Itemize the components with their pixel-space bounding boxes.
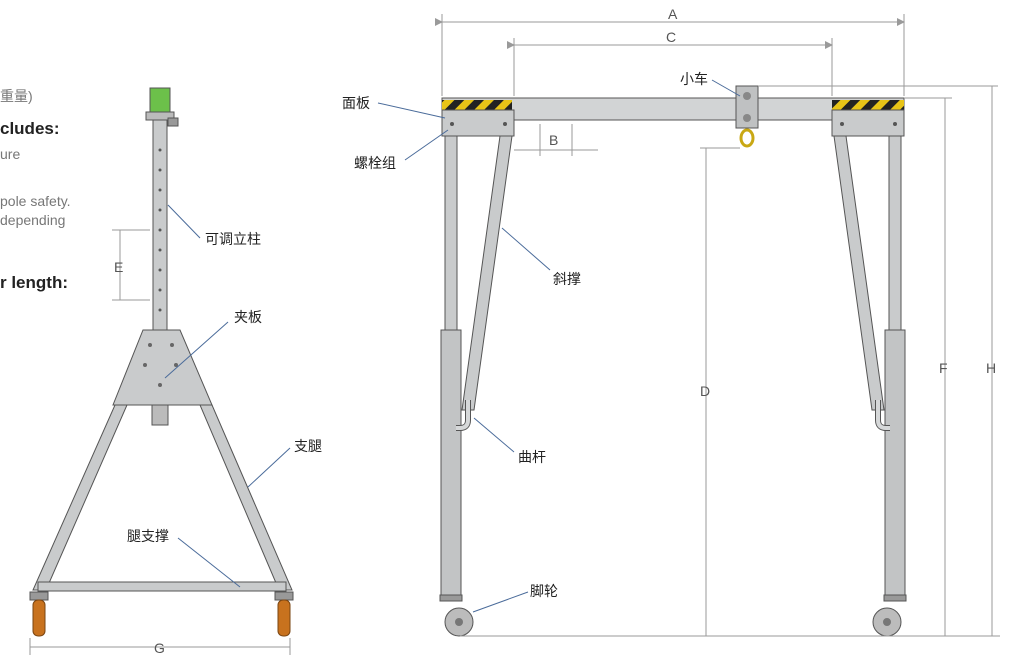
leader-bolt — [404, 129, 449, 161]
left-leg — [32, 404, 128, 591]
side-text-includes: cludes: — [0, 119, 60, 138]
leader-curved — [473, 417, 515, 453]
dim-b-label: B — [549, 132, 558, 148]
leg-brace-bar — [37, 581, 287, 592]
dim-g — [29, 638, 291, 655]
front-left-upper-leg — [444, 135, 458, 337]
dim-e-label: E — [114, 259, 123, 275]
side-text-pole-safety: pole safety. — [0, 193, 71, 209]
label-caster: 脚轮 — [530, 584, 558, 600]
side-text-ure: ure — [0, 146, 21, 162]
label-bolt-set: 螺栓组 — [354, 156, 396, 172]
leader-post — [167, 204, 201, 239]
right-panel — [831, 109, 905, 137]
label-leg-brace: 腿支撑 — [127, 529, 169, 545]
label-panel: 面板 — [342, 96, 370, 112]
right-diagonal-brace — [833, 135, 885, 411]
dim-a-label: A — [668, 6, 678, 22]
front-view: A C B D F H 面板 螺栓组 小车 斜撑 曲杆 脚轮 — [342, 6, 1000, 637]
front-right-upper-leg — [888, 135, 902, 337]
side-view: E G 可调立柱 夹板 支腿 腿支撑 — [29, 87, 322, 655]
adjustable-post — [152, 119, 168, 336]
trolley — [735, 85, 759, 148]
dim-d-label: D — [700, 383, 710, 399]
leader-brace — [177, 537, 241, 588]
side-text-depending: depending — [0, 212, 66, 228]
leader-caster — [472, 591, 529, 613]
clamp-plate — [112, 329, 213, 406]
side-caster-right — [274, 591, 294, 637]
label-trolley: 小车 — [680, 71, 708, 88]
front-caster-right — [872, 594, 907, 637]
dim-c-label: C — [666, 29, 676, 45]
front-caster-left — [439, 594, 474, 637]
label-curved-bar: 曲杆 — [518, 450, 546, 466]
front-left-lower-leg — [440, 329, 462, 596]
dim-g-label: G — [154, 640, 165, 655]
dim-e — [112, 229, 150, 301]
dim-h-label: H — [986, 360, 996, 376]
label-diagonal-brace: 斜撑 — [553, 272, 581, 288]
side-caster-left — [29, 591, 49, 637]
label-clamp-plate: 夹板 — [234, 310, 262, 326]
side-text-length: r length: — [0, 273, 68, 292]
leader-trolley — [711, 79, 741, 97]
leader-clamp — [164, 321, 229, 379]
right-leg — [199, 404, 293, 591]
leader-diagonal — [501, 227, 551, 271]
leader-leg — [247, 447, 291, 488]
label-leg: 支腿 — [294, 439, 322, 455]
leader-panel — [377, 102, 446, 119]
left-panel — [441, 109, 515, 137]
label-adjustable-post: 可调立柱 — [205, 232, 261, 248]
left-diagonal-brace — [461, 135, 513, 411]
front-right-lower-leg — [884, 329, 906, 596]
dim-f-label: F — [939, 360, 948, 376]
side-text-weight: 重量) — [0, 88, 33, 104]
